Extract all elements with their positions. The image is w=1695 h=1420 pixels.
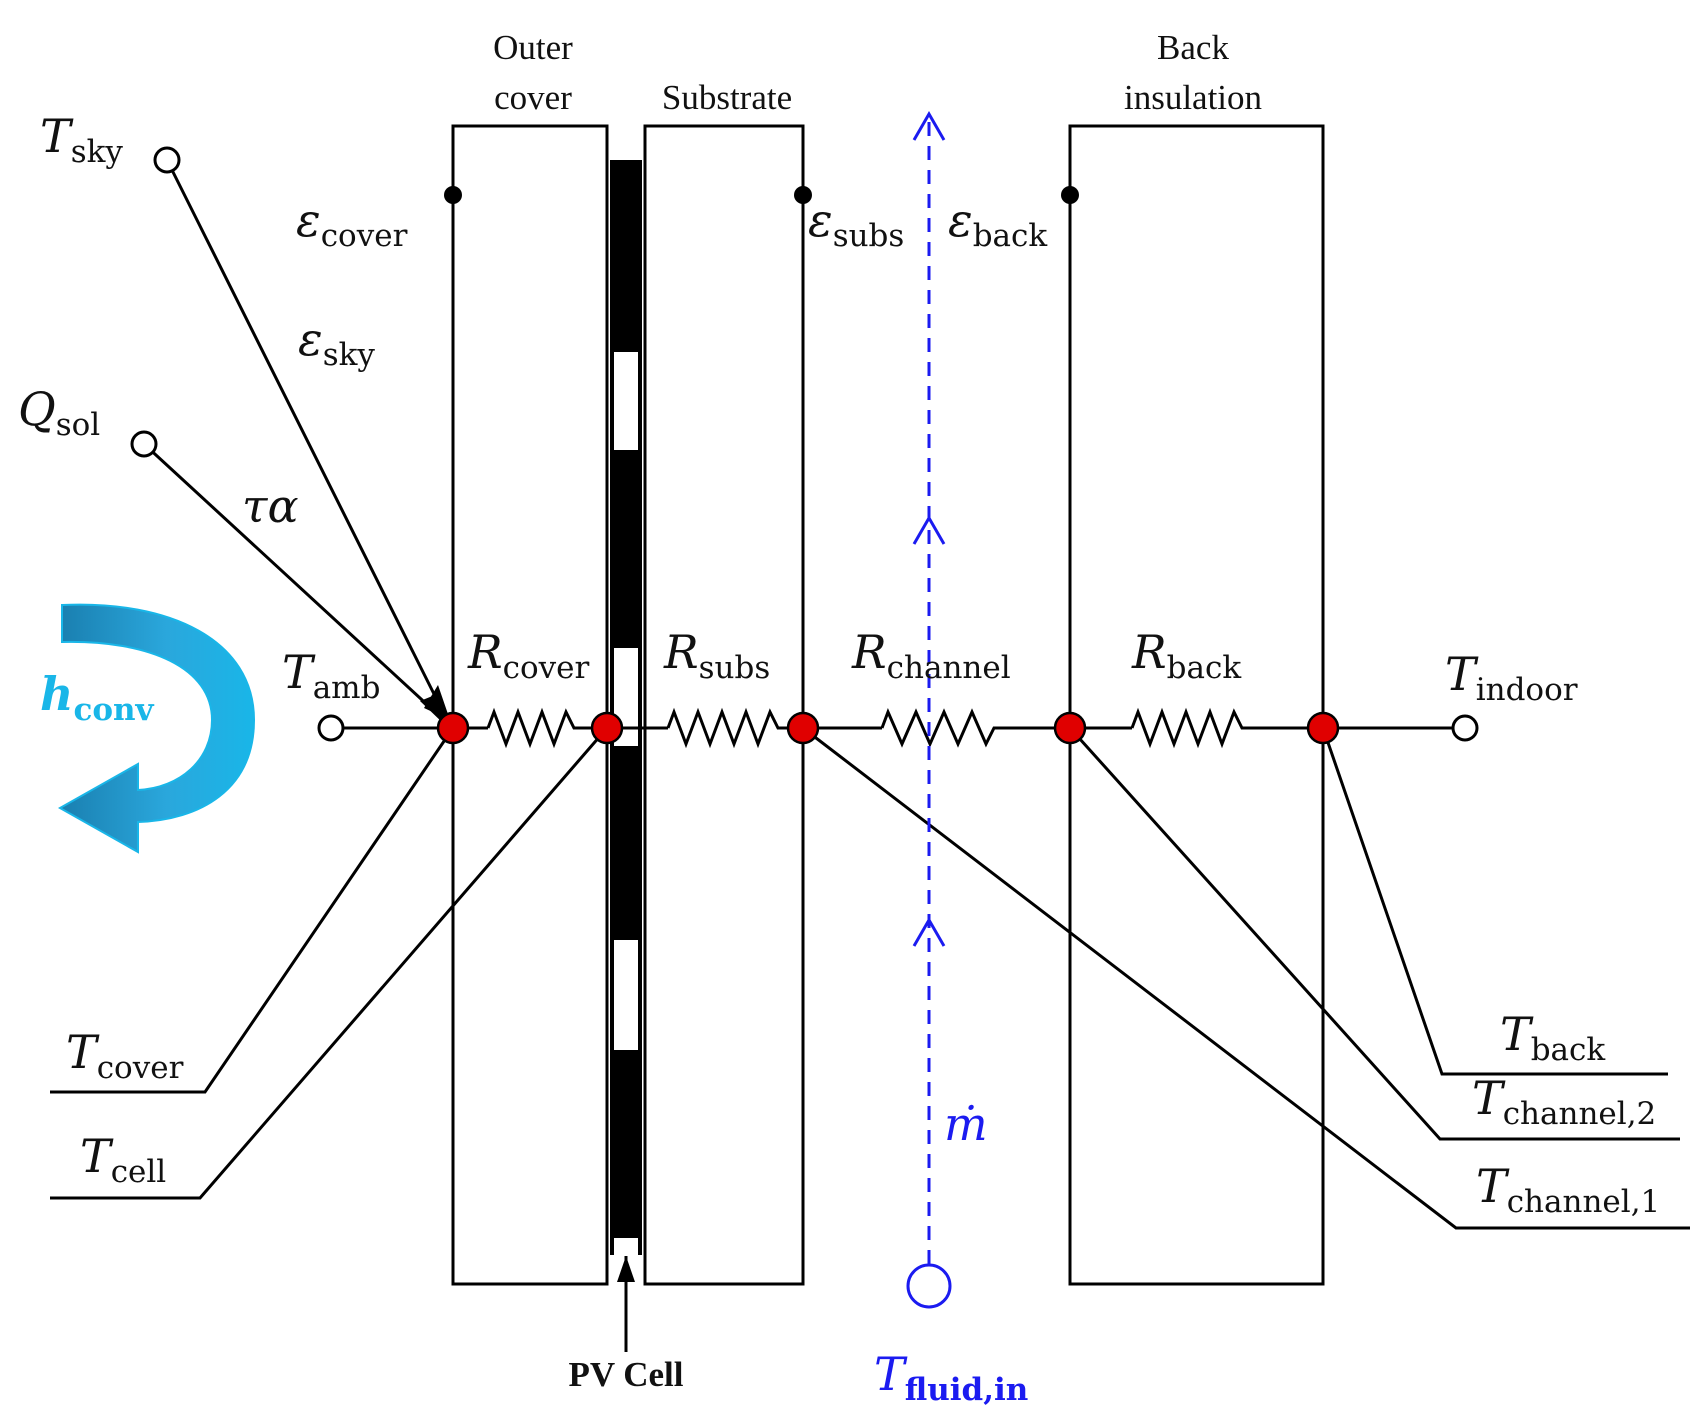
substrate-caption: Substrate [662,78,792,117]
t-indoor-label: Tindoor [1445,647,1578,708]
epsilon-subs-label: εsubs [808,193,904,254]
t-cell-label: Tcell [80,1129,166,1190]
q-sol-terminal [130,430,158,458]
t-indoor-terminal [1451,714,1479,742]
outer-cover-caption-line2: cover [494,78,572,117]
convection-arrow-icon [57,603,256,854]
fluid-flow-arrow [906,110,952,1309]
cell-node [590,711,624,745]
t-fluid-in-label: Tfluid,in [874,1347,1028,1408]
substrate-layer [643,124,805,1286]
r-subs-label: Rsubs [663,625,770,686]
t-channel-1-label: Tchannel,1 [1476,1159,1660,1220]
network-wires [50,159,1690,1352]
t-channel-2-label: Tchannel,2 [1472,1071,1656,1132]
channel-back-node [1053,711,1087,745]
back-node [1306,711,1340,745]
back-insulation-layer [1068,124,1325,1286]
r-cover-label: Rcover [467,625,590,686]
epsilon-sky-label: εsky [298,312,375,373]
outer-cover-layer [451,124,609,1286]
back-insulation-caption-line1: Back [1157,28,1229,67]
t-amb-terminal [317,714,345,742]
tau-alpha-label: τα [242,479,299,533]
t-back-label: Tback [1500,1007,1605,1068]
r-back-label: Rback [1131,625,1241,686]
emissivity-marker-icon [444,186,1079,204]
t-cover-label: Tcover [66,1025,184,1086]
outer-cover-caption-line1: Outer [493,28,573,67]
back-insulation-caption-line2: insulation [1124,78,1262,117]
pv-cell-strip [610,126,642,1284]
cover-node [436,711,470,745]
r-channel-label: Rchannel [851,625,1011,686]
mass-flow-label: ṁ [944,1097,988,1151]
h-conv-label: hconv [40,667,155,728]
t-sky-label: Tsky [40,109,123,170]
epsilon-cover-label: εcover [296,193,408,254]
t-sky-terminal [153,146,181,174]
substrate-node [786,711,820,745]
q-sol-label: Qsol [18,382,100,443]
epsilon-back-label: εback [948,193,1047,254]
t-amb-label: Tamb [282,645,380,706]
pv-cell-caption: PV Cell [568,1355,683,1394]
